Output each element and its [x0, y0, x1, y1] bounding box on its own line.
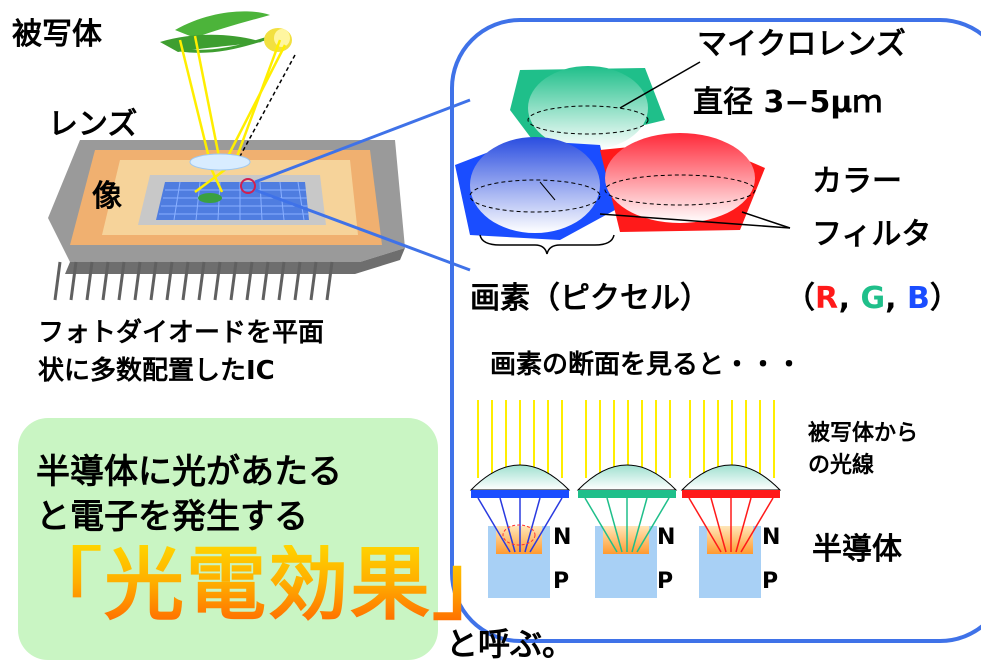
ic-description-2: 状に多数配置したIC [38, 356, 275, 386]
pixel-green [510, 66, 665, 150]
p-label-2: P [657, 569, 674, 594]
color-filter-label-2: フィルタ [812, 217, 932, 252]
ray-label-2: の光線 [808, 453, 875, 478]
pixel-blue [455, 137, 615, 240]
tulip-icon [160, 11, 292, 53]
p-label-1: P [553, 569, 570, 594]
subject-label: 被写体 [12, 17, 102, 52]
ray-label-1: 被写体から [808, 421, 919, 446]
projected-image [198, 193, 222, 203]
n-label-2: N [657, 525, 676, 550]
light-rays [178, 35, 296, 194]
image-sensor-chip [48, 140, 405, 301]
pixel-brace [479, 234, 615, 255]
lens-icon [189, 153, 251, 171]
photoelectric-effect-panel [18, 418, 438, 660]
rgb-label: （R, G, B） [785, 281, 960, 316]
cross-section-green [576, 464, 678, 598]
photoelectric-effect-title: 「光電効果」 [22, 538, 514, 631]
pixel-red [600, 133, 765, 232]
color-filter-label-1: カラー [812, 164, 902, 199]
diameter-label: 直径 3−5μｍ [693, 85, 883, 120]
callout-bubble [450, 18, 981, 643]
p-label-3: P [762, 569, 779, 594]
ic-description-1: フォトダイオードを平面 [38, 318, 325, 348]
effect-text-1: 半導体に光があたる [36, 452, 342, 492]
lens-label: レンズ [48, 107, 138, 142]
cross-section-red [680, 464, 782, 598]
called-label: と呼ぶ。 [446, 625, 575, 663]
pixel-highlight-circle [240, 178, 256, 194]
n-label-3: N [762, 525, 781, 550]
effect-text-2: と電子を発生する [36, 497, 308, 537]
pixel-label: 画素（ピクセル） [470, 281, 710, 316]
n-label-1: N [553, 525, 572, 550]
microlens-label: マイクロレンズ [697, 27, 906, 62]
image-label: 像 [92, 179, 122, 214]
semiconductor-label: 半導体 [812, 532, 902, 567]
cross-section-label: 画素の断面を見ると・・・ [490, 350, 803, 380]
